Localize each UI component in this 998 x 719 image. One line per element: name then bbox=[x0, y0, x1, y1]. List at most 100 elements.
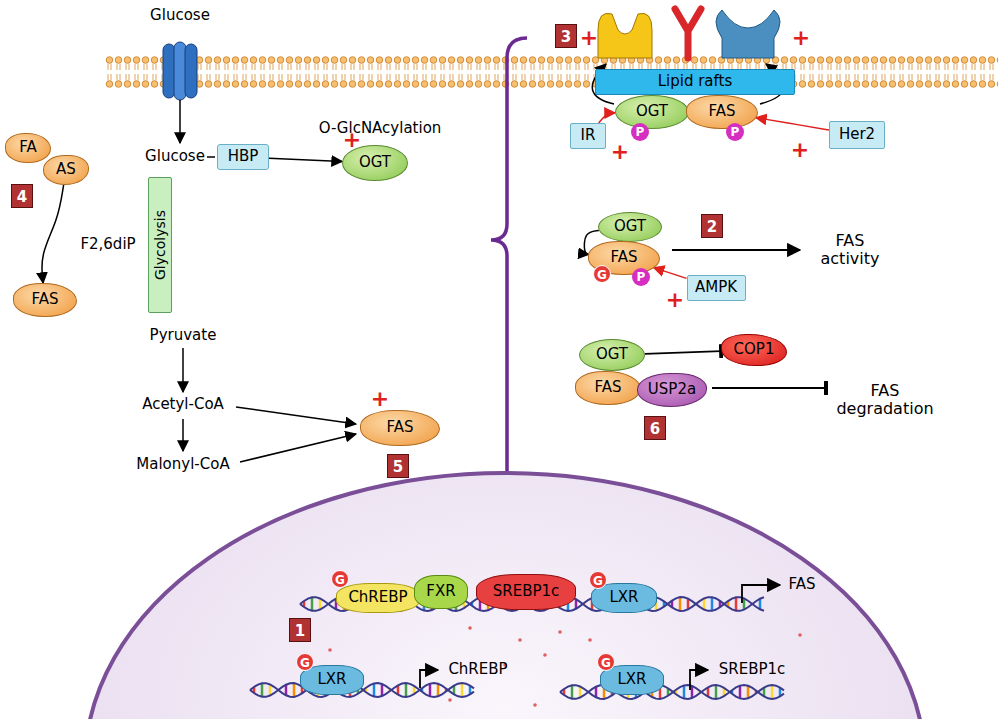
outcome-text: FAS activity bbox=[807, 232, 893, 269]
dna-rung bbox=[683, 685, 686, 698]
dna-rung bbox=[437, 684, 440, 696]
factor-shape: SREBP1c bbox=[476, 574, 576, 610]
callout-number: 4 bbox=[11, 184, 33, 208]
dna-rung bbox=[747, 686, 750, 698]
enzyme-shape: FAS bbox=[13, 283, 77, 317]
pathway-arrow bbox=[182, 419, 184, 451]
plus-sign: + bbox=[580, 25, 598, 50]
dna-rung bbox=[715, 685, 718, 699]
substrate-arrow bbox=[236, 407, 356, 424]
phospho-mark: P bbox=[631, 123, 649, 141]
node-text: FAS bbox=[31, 291, 58, 308]
dna-rung bbox=[711, 597, 714, 611]
plus-sign: + bbox=[343, 127, 361, 152]
bracket bbox=[491, 38, 527, 506]
dna-rung bbox=[311, 597, 314, 611]
dna-rung bbox=[743, 598, 746, 609]
plus-sign: + bbox=[792, 25, 810, 50]
callout-number: 2 bbox=[701, 214, 723, 238]
node-text: OGT bbox=[596, 346, 628, 363]
dna-rung bbox=[405, 683, 408, 697]
dna-rung bbox=[691, 686, 694, 698]
node-text: FAS bbox=[594, 379, 621, 396]
inhibition-line bbox=[712, 387, 826, 389]
enzyme-shape: USP2a bbox=[637, 373, 707, 407]
node-text: COP1 bbox=[734, 341, 775, 358]
label-text: Pyruvate bbox=[150, 327, 217, 344]
label-text: SREBP1c bbox=[719, 661, 786, 678]
node-text: AMPK bbox=[695, 279, 737, 296]
mrna-dot bbox=[328, 648, 332, 652]
node-text: FAS bbox=[610, 249, 637, 266]
label-text: ChREBP bbox=[448, 661, 507, 678]
connector bbox=[599, 113, 615, 123]
outcome-arrow bbox=[672, 249, 800, 251]
enzyme-shape: FAS bbox=[360, 410, 440, 446]
node-text: OGT bbox=[359, 154, 391, 171]
node-text: LXR bbox=[317, 671, 346, 688]
callout-number: 1 bbox=[289, 618, 311, 642]
mrna-dot bbox=[518, 638, 522, 642]
transcription-arrow bbox=[690, 670, 708, 690]
connector bbox=[645, 351, 721, 354]
node-text: LXR bbox=[609, 589, 638, 606]
label-text: F2,6diP bbox=[80, 236, 135, 253]
connector bbox=[269, 158, 342, 161]
dna-rung bbox=[739, 686, 742, 699]
kinase-box: AMPK bbox=[687, 275, 746, 301]
cell-membrane bbox=[105, 56, 998, 88]
nucleus bbox=[85, 473, 925, 719]
node-text: LXR bbox=[617, 671, 646, 688]
dna-rung bbox=[373, 683, 376, 696]
transcription-arrow bbox=[420, 670, 438, 688]
label-text: FAS bbox=[788, 576, 815, 593]
mrna-dot bbox=[558, 630, 562, 634]
node-text: Her2 bbox=[839, 126, 875, 143]
mrna-dot bbox=[468, 626, 472, 630]
dna-rung bbox=[771, 685, 774, 699]
callout-number: 5 bbox=[387, 454, 409, 478]
dna-strand bbox=[560, 685, 784, 699]
connector bbox=[42, 185, 64, 283]
enzyme-shape: OGT bbox=[598, 212, 662, 242]
mrna-dot bbox=[533, 703, 537, 707]
enzyme-fragment: AS bbox=[43, 155, 89, 185]
glcnac-mark: G bbox=[331, 570, 349, 588]
factor-shape: FXR bbox=[414, 575, 468, 609]
pathway-arrow bbox=[182, 348, 184, 392]
node-text: Glycolysis bbox=[152, 210, 168, 280]
plus-sign: + bbox=[666, 287, 684, 312]
glcnac-mark: G bbox=[597, 653, 615, 671]
mrna-dot bbox=[798, 633, 802, 637]
mrna-dot bbox=[588, 638, 592, 642]
dna bbox=[250, 597, 802, 707]
enzyme-shape: FAS bbox=[575, 371, 641, 405]
label-text: Acetyl-CoA bbox=[142, 396, 224, 413]
receptor-icon bbox=[598, 13, 652, 58]
glucose-transporter bbox=[163, 42, 197, 100]
substrate-arrow bbox=[240, 434, 356, 462]
glcnac-mark: G bbox=[593, 265, 611, 283]
label-text: Malonyl-CoA bbox=[136, 456, 229, 473]
enzyme-shape: OGT bbox=[615, 95, 689, 129]
dna-strand bbox=[560, 685, 784, 699]
phospho-mark: P bbox=[726, 123, 744, 141]
plus-sign: + bbox=[611, 139, 629, 164]
node-text: USP2a bbox=[648, 381, 696, 398]
connector bbox=[654, 268, 687, 279]
label-text: Glucose bbox=[150, 7, 210, 24]
enzyme-shape: FAS bbox=[686, 95, 758, 129]
node-text: AS bbox=[56, 161, 76, 178]
connector bbox=[756, 118, 829, 130]
node-text: OGT bbox=[614, 218, 646, 235]
callout-number: 6 bbox=[644, 416, 666, 440]
enzyme-fragment: FA bbox=[5, 133, 51, 163]
pathway-box: HBP bbox=[217, 144, 269, 170]
receptor-icon bbox=[675, 9, 701, 58]
branch-line bbox=[207, 156, 215, 158]
node-text: FXR bbox=[426, 583, 455, 600]
node-text: Lipid rafts bbox=[658, 73, 733, 90]
node-text: OGT bbox=[636, 103, 668, 120]
